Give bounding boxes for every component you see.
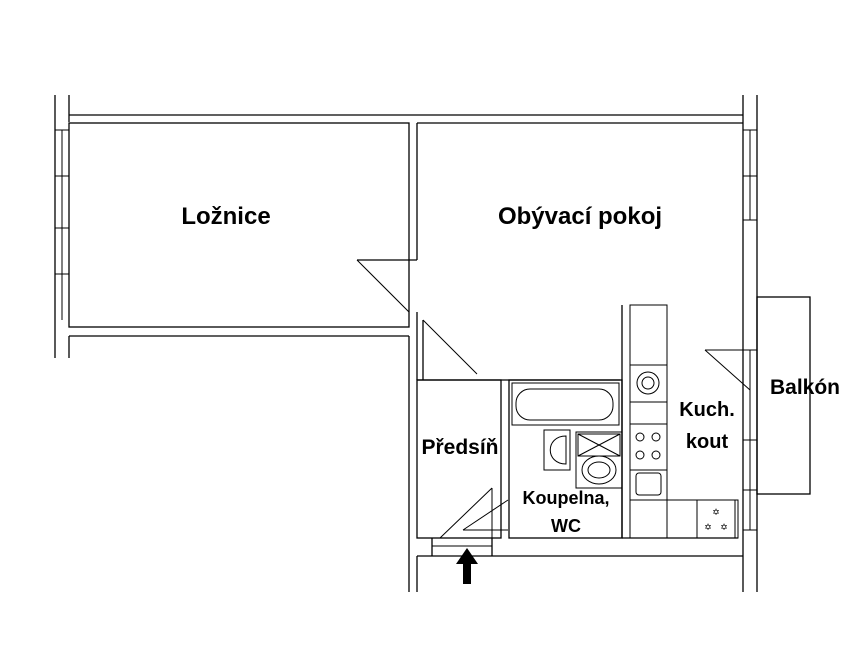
- room-label-koupelna-1: Koupelna,: [522, 488, 609, 508]
- bathtub-icon: [511, 382, 620, 426]
- entrance-arrow-icon: [456, 548, 478, 584]
- room-label-kuch-1: Kuch.: [679, 399, 735, 421]
- room-obyvaci-pokoj: Obývací pokoj: [416, 122, 743, 381]
- window-right: [743, 129, 757, 531]
- room-predsin: Předsíň: [416, 379, 509, 556]
- burner-mark-icon: ✡: [704, 523, 712, 533]
- toilet-icon: [575, 431, 623, 489]
- room-label-predsin: Předsíň: [421, 436, 498, 459]
- sink-icon: [636, 371, 660, 395]
- room-label-kuch-2: kout: [686, 431, 729, 453]
- sink-icon: [543, 429, 571, 471]
- room-loznice: Ložnice: [68, 122, 417, 328]
- room-label-obyvaci-pokoj: Obývací pokoj: [498, 203, 662, 230]
- room-balkon: Balkón: [756, 296, 840, 495]
- room-label-koupelna-2: WC: [551, 516, 581, 536]
- room-koupelna: Koupelna, WC: [508, 379, 623, 539]
- burner-mark-icon: ✡: [720, 523, 728, 533]
- room-label-loznice: Ložnice: [181, 203, 270, 230]
- room-label-balkon: Balkón: [770, 376, 840, 399]
- room-kuch-kout: ✡ ✡ ✡ Kuch. kout: [621, 304, 739, 539]
- window-left: [55, 129, 69, 320]
- stove-icon: [635, 432, 661, 460]
- burner-mark-icon: ✡: [712, 508, 720, 518]
- outer-walls: [54, 95, 758, 592]
- balcony-door: [704, 349, 751, 391]
